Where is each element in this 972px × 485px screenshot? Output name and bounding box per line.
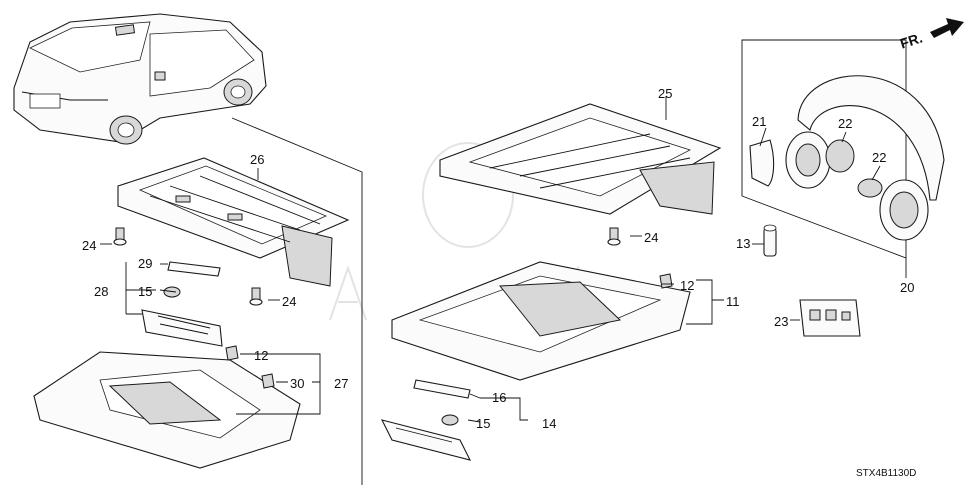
- battery-part-13: [763, 224, 777, 257]
- clip-part-12-right: [659, 273, 673, 289]
- callout-26: 26: [250, 152, 264, 167]
- cap-part-15-left: [163, 286, 181, 298]
- front-arrow-icon: [930, 18, 964, 38]
- jack-unit-part-23: [799, 299, 861, 337]
- callout-24-b: 24: [282, 294, 296, 309]
- callout-27: 27: [334, 376, 348, 391]
- front-direction-indicator: FR.: [898, 18, 964, 52]
- callout-11: 11: [726, 294, 740, 309]
- diagram-code: STX4B1130D: [856, 468, 916, 479]
- callout-30: 30: [290, 376, 304, 391]
- ear-pad-part-22-a: [825, 139, 855, 173]
- callout-16: 16: [492, 390, 506, 405]
- callout-22-b: 22: [872, 150, 886, 165]
- console-lower-part-27: [33, 351, 301, 469]
- callout-12-a: 12: [254, 348, 268, 363]
- roof-bracket-part-25: [439, 103, 722, 215]
- ear-cover-part-21: [749, 139, 775, 187]
- leader-lines: [100, 96, 907, 423]
- ear-pad-part-22-b: [857, 178, 883, 198]
- callout-21: 21: [752, 114, 766, 129]
- callout-24-c: 24: [644, 230, 658, 245]
- trim-strip-part-29: [167, 261, 221, 277]
- console-part-11: [391, 261, 691, 381]
- callout-12-b: 12: [680, 278, 694, 293]
- callout-22-a: 22: [838, 116, 852, 131]
- bolt-part-24-c: [607, 227, 621, 246]
- lamp-housing-part-28: [141, 309, 223, 347]
- vehicle-locator-icon: [13, 13, 267, 145]
- lamp-housing-part-14: [380, 419, 472, 461]
- callout-15-b: 15: [476, 416, 490, 431]
- bolt-part-24-b: [249, 287, 263, 306]
- trim-strip-part-16: [413, 379, 471, 399]
- callout-28: 28: [94, 284, 108, 299]
- cap-part-15-right: [441, 414, 459, 426]
- bolt-part-24-a: [113, 227, 127, 246]
- callout-13: 13: [736, 236, 750, 251]
- clip-part-30: [261, 373, 275, 389]
- direction-label: FR.: [898, 29, 924, 51]
- callout-24-a: 24: [82, 238, 96, 253]
- roof-bracket-part-26: [117, 157, 350, 287]
- callout-25: 25: [658, 86, 672, 101]
- callout-14: 14: [542, 416, 556, 431]
- clip-part-12-left: [225, 345, 239, 361]
- callout-20: 20: [900, 280, 914, 295]
- callout-15-a: 15: [138, 284, 152, 299]
- callout-23: 23: [774, 314, 788, 329]
- callout-labels: 26 24 29 28 15 24 12 30 27 25 24 12 11 1…: [82, 86, 916, 479]
- headphones-part-20: [785, 75, 945, 241]
- callout-29: 29: [138, 256, 152, 271]
